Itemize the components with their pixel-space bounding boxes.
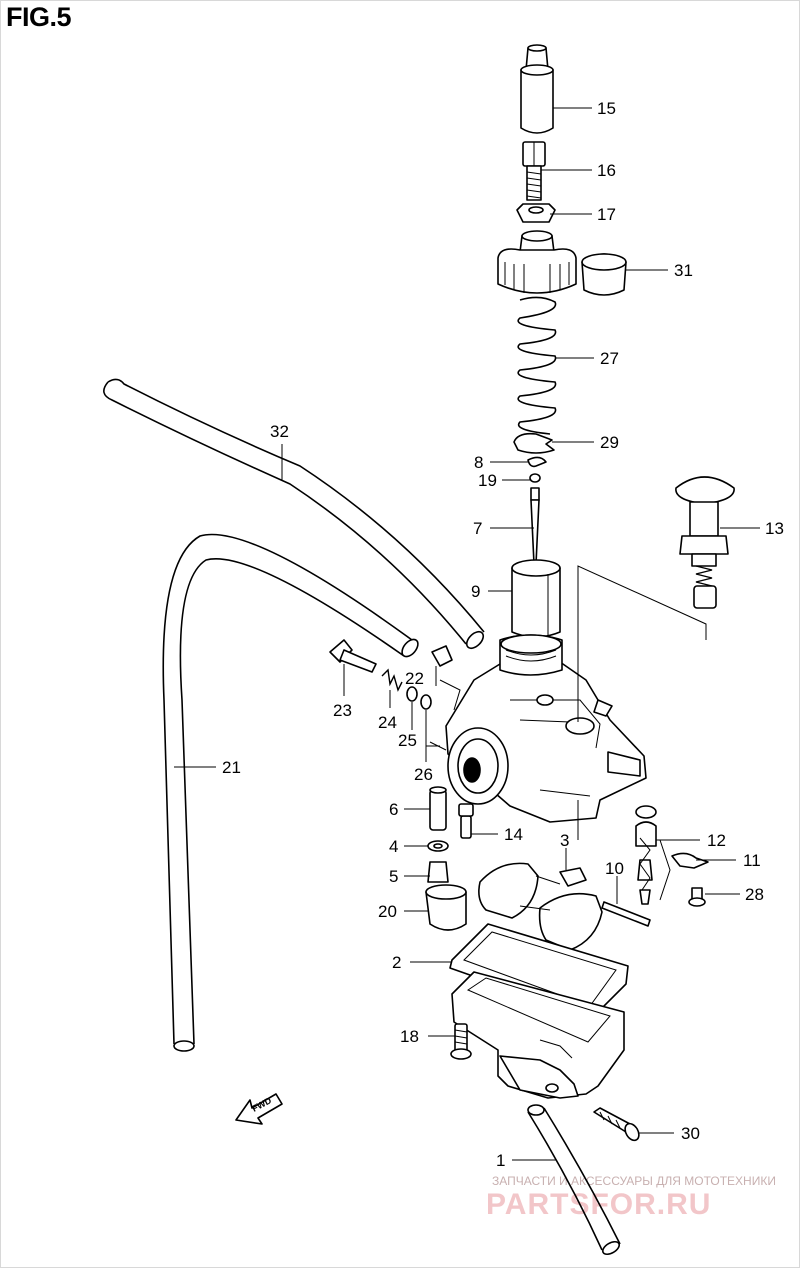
carburetor-body — [429, 634, 647, 840]
part-12-float-valve — [635, 805, 657, 905]
callout-17: 17 — [597, 205, 616, 224]
part-5-main-jet — [427, 861, 449, 883]
float-assembly — [478, 862, 603, 951]
callout-12: 12 — [707, 831, 726, 850]
watermark: ЗАПЧАСТИ И АКСЕССУАРЫ ДЛЯ МОТОТЕХНИКИ PA… — [486, 1174, 776, 1221]
part-4-washer — [427, 840, 449, 852]
callout-22: 22 — [405, 669, 424, 688]
part-17-lock-nut — [516, 203, 556, 223]
callout-6: 6 — [389, 800, 398, 819]
part-7-jet-needle — [530, 487, 540, 565]
callout-21: 21 — [222, 758, 241, 777]
callout-15: 15 — [597, 99, 616, 118]
part-18-drain-screw — [450, 1023, 472, 1060]
callout-5: 5 — [389, 867, 398, 886]
callout-3: 3 — [560, 831, 569, 850]
part-21-drain-hose — [162, 533, 419, 1052]
part-9-throttle-valve — [511, 559, 561, 638]
float-chamber — [451, 971, 625, 1099]
part-1-drain-tube — [527, 1104, 621, 1256]
callout-31: 31 — [674, 261, 693, 280]
part-30-screw — [593, 1107, 640, 1142]
fwd-arrow-icon: FWD — [235, 1093, 283, 1125]
callout-14: 14 — [504, 825, 523, 844]
leader-lines — [174, 107, 760, 1161]
callout-9: 9 — [471, 582, 480, 601]
callout-8: 8 — [474, 453, 483, 472]
part-25-washer — [406, 686, 418, 702]
callout-18: 18 — [400, 1027, 419, 1046]
part-13-starter-plunger — [675, 476, 735, 609]
callout-23: 23 — [333, 701, 352, 720]
watermark-caption: ЗАПЧАСТИ И АКСЕССУАРЫ ДЛЯ МОТОТЕХНИКИ — [492, 1174, 776, 1188]
callout-labels: 15 16 17 31 27 29 8 19 7 13 9 32 22 23 2… — [222, 99, 784, 1170]
part-23-pilot-screw — [329, 639, 377, 673]
callout-30: 30 — [681, 1124, 700, 1143]
callout-26: 26 — [414, 765, 433, 784]
callout-20: 20 — [378, 902, 397, 921]
callout-25: 25 — [398, 731, 417, 750]
callout-28: 28 — [745, 885, 764, 904]
callout-29: 29 — [600, 433, 619, 452]
part-27-throttle-spring — [517, 296, 557, 435]
callout-1: 1 — [496, 1151, 505, 1170]
part-20-jet-cover — [425, 884, 467, 931]
figure-title: FIG.5 — [6, 2, 72, 32]
part-8-e-clip — [527, 456, 547, 468]
part-2-float-chamber-gasket — [449, 923, 629, 1019]
part-16-adjuster — [522, 141, 546, 201]
callout-7: 7 — [473, 519, 482, 538]
part-15-cable-cap — [520, 44, 554, 134]
watermark-logo: PARTSFOR.RU — [486, 1188, 711, 1221]
part-6-needle-jet — [429, 786, 447, 831]
part-28-screw — [688, 887, 706, 907]
callout-2: 2 — [392, 953, 401, 972]
callout-32: 32 — [270, 422, 289, 441]
part-14-pilot-jet — [458, 803, 474, 839]
callout-16: 16 — [597, 161, 616, 180]
callout-19: 19 — [478, 471, 497, 490]
callout-4: 4 — [389, 837, 398, 856]
part-11-clip — [671, 852, 709, 869]
part-29-clip-plate — [513, 432, 555, 454]
callout-24: 24 — [378, 713, 397, 732]
callout-27: 27 — [600, 349, 619, 368]
callout-11: 11 — [743, 851, 761, 870]
part-19-washer — [529, 473, 541, 483]
part-32-vent-hose — [103, 378, 485, 650]
part-22-o-ring — [420, 645, 453, 710]
callout-13: 13 — [765, 519, 784, 538]
callout-10: 10 — [605, 859, 624, 878]
part-3-float-pin — [559, 867, 587, 887]
part-10-float-pin — [601, 901, 651, 927]
part-24-spring — [381, 668, 403, 692]
part-carb-top-cap — [497, 230, 577, 294]
part-31-cap-cover — [581, 253, 627, 296]
